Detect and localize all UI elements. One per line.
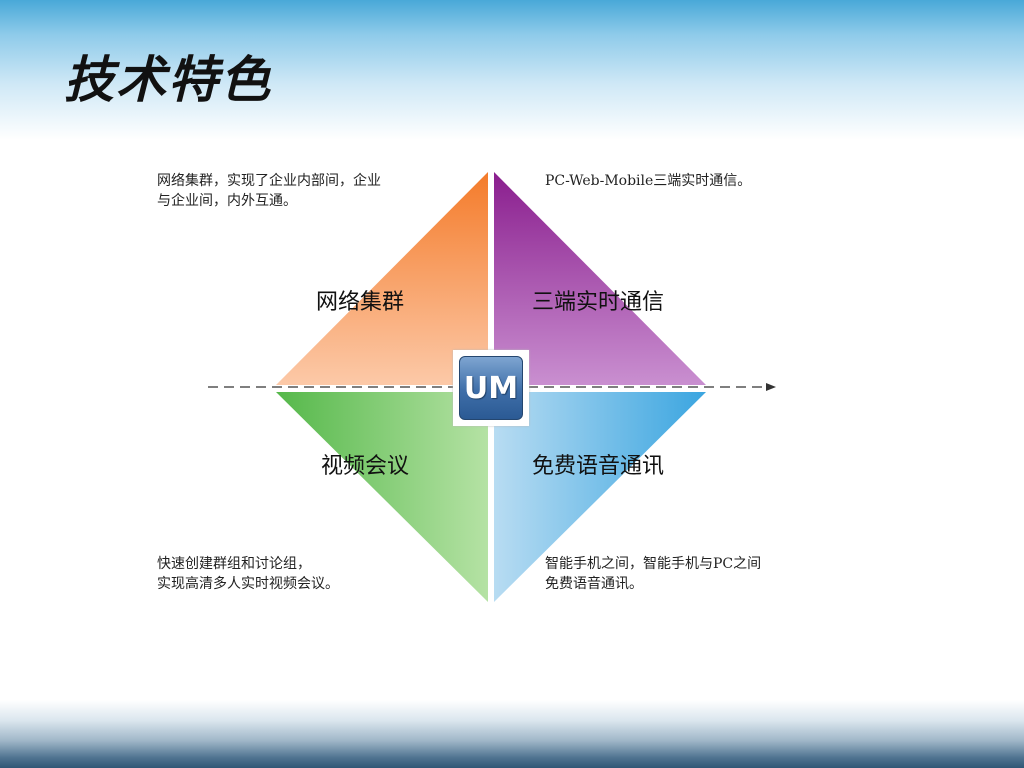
axis-arrowhead: [766, 383, 776, 391]
um-logo: UM: [453, 350, 529, 426]
label-free-voice: 免费语音通讯: [532, 454, 665, 479]
desc-free-voice: 智能手机之间，智能手机与PC之间 免费语音通讯。: [545, 556, 762, 592]
um-logo-badge: UM: [459, 356, 523, 420]
label-three-terminal: 三端实时通信: [532, 290, 665, 315]
slide-title: 技术特色: [64, 50, 272, 109]
um-logo-text: UM: [463, 371, 519, 406]
desc-video-conference: 快速创建群组和讨论组， 实现高清多人实时视频会议。: [157, 556, 339, 592]
footer-water-band: [0, 700, 1024, 768]
desc-network-cluster: 网络集群，实现了企业内部间，企业 与企业间，内外互通。: [157, 173, 381, 209]
quadrant-three-terminal: [494, 172, 706, 385]
quadrant-free-voice: [494, 392, 706, 602]
desc-three-terminal: PC-Web-Mobile三端实时通信。: [545, 173, 752, 189]
label-video-conference: 视频会议: [321, 454, 410, 479]
header-gradient-band: [0, 0, 1024, 140]
quadrant-video-conference: [276, 392, 488, 602]
label-network-cluster: 网络集群: [316, 290, 405, 315]
quadrant-network-cluster: [276, 172, 488, 385]
